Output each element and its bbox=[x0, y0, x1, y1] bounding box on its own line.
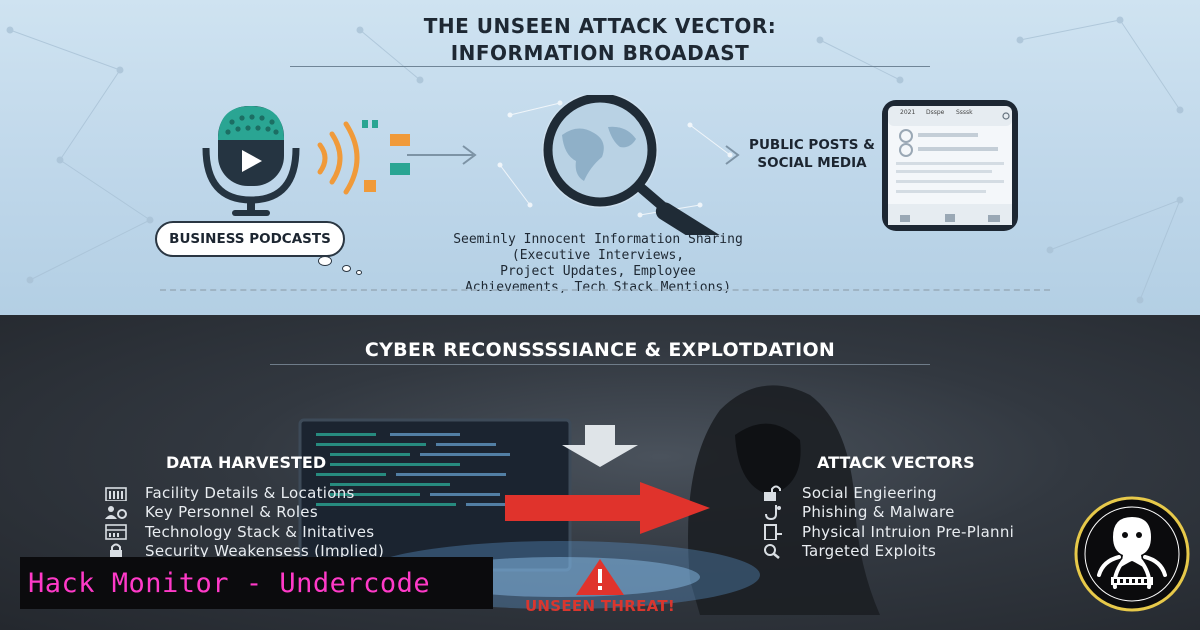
down-arrow-icon bbox=[562, 425, 638, 467]
unseen-threat-label: UNSEEN THREAT! bbox=[524, 597, 676, 615]
list-item: Key Personnel & Roles bbox=[105, 503, 384, 523]
flow-arrow-1 bbox=[407, 145, 477, 165]
broadcast-waves-icon bbox=[317, 120, 410, 195]
hook-icon bbox=[762, 504, 784, 521]
microphone-icon bbox=[202, 106, 300, 216]
undercode-seal-logo bbox=[1074, 496, 1190, 612]
bottom-title: CYBER RECONSSSSIANCE & EXPLOTDATION bbox=[364, 339, 836, 361]
data-harvested-title: DATA HARVESTED bbox=[166, 453, 327, 472]
network-background bbox=[6, 16, 1184, 304]
list-item: Technology Stack & Initatives bbox=[105, 522, 384, 542]
attack-vectors-list: Social Engieering Phishing & Malware Phy… bbox=[762, 483, 1082, 561]
building-icon bbox=[105, 485, 127, 501]
podcast-bubble: BUSINESS PODCASTS bbox=[155, 221, 345, 257]
info-sharing-text: Seeminly Innocent Information Sharing (E… bbox=[453, 232, 743, 295]
phone-tab: Ssssk bbox=[956, 109, 973, 116]
top-bottom-rule bbox=[160, 289, 1050, 291]
top-title-rule bbox=[290, 66, 930, 67]
server-icon bbox=[105, 523, 127, 540]
bubble-dot bbox=[342, 265, 351, 272]
lock-icon bbox=[105, 543, 127, 560]
list-item: Phishing & Malware bbox=[762, 503, 1082, 523]
attack-vectors-title: ATTACK VECTORS bbox=[817, 453, 975, 472]
door-icon bbox=[762, 523, 784, 540]
bubble-dot bbox=[356, 270, 362, 275]
data-harvested-list: Facility Details & Locations Key Personn… bbox=[105, 483, 384, 561]
flow-arrow-2 bbox=[725, 145, 740, 165]
brand-banner-text: Hack Monitor - Undercode bbox=[28, 567, 431, 599]
list-item: Security Weakensess (Implied) bbox=[105, 542, 384, 562]
bubble-dot bbox=[318, 256, 332, 266]
magnifier-globe-icon bbox=[497, 95, 754, 235]
top-title-line2: INFORMATION BROADAST bbox=[450, 41, 750, 65]
public-posts-label: PUBLIC POSTS & SOCIAL MEDIA bbox=[749, 137, 875, 171]
list-item: Physical Intruion Pre-Planni bbox=[762, 522, 1082, 542]
top-title-line1: THE UNSEEN ATTACK VECTOR: bbox=[423, 14, 777, 38]
list-item: Targeted Exploits bbox=[762, 542, 1082, 562]
bottom-title-rule bbox=[270, 364, 930, 365]
unlock-icon bbox=[762, 485, 784, 501]
brand-banner: Hack Monitor - Undercode bbox=[20, 557, 493, 609]
hacker-scene bbox=[298, 385, 880, 615]
people-gear-icon bbox=[105, 504, 127, 520]
phone-tab: Dsspe bbox=[926, 109, 945, 116]
search-icon bbox=[762, 543, 784, 560]
smartphone-icon: 2021 Dsspe Ssssk bbox=[880, 98, 1020, 237]
list-item: Social Engieering bbox=[762, 483, 1082, 503]
list-item: Facility Details & Locations bbox=[105, 483, 384, 503]
phone-time: 2021 bbox=[900, 109, 916, 116]
red-arrow-icon bbox=[505, 482, 710, 534]
